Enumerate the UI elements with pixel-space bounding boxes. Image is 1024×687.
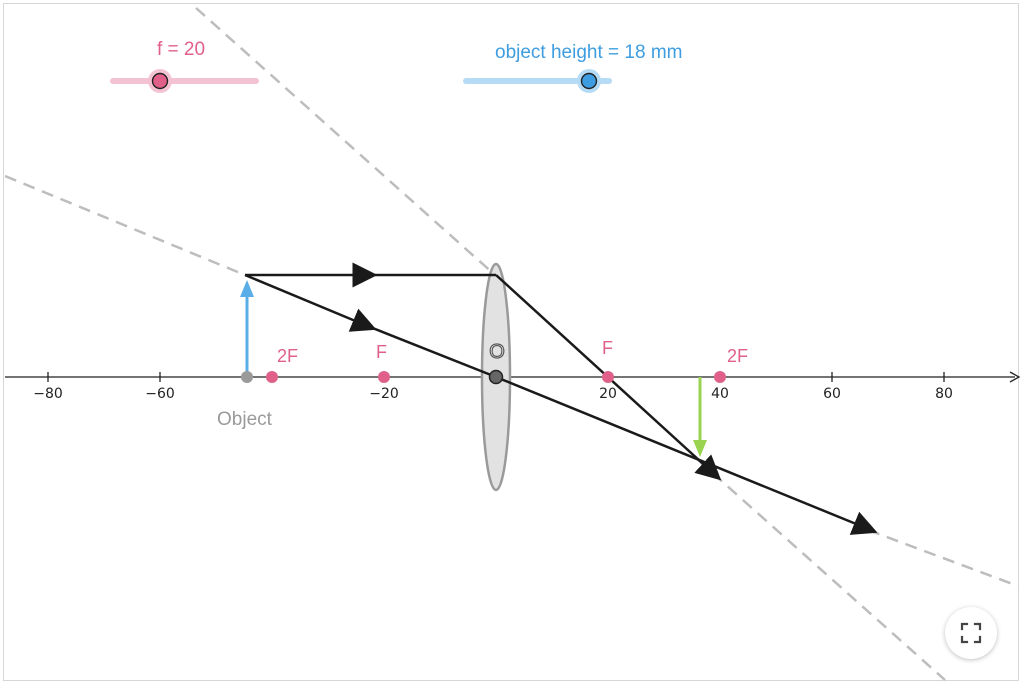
- two-f-right-label: 2F: [727, 346, 748, 366]
- lens-center-label: O: [489, 341, 505, 363]
- focal-length-slider-label: f = 20: [157, 39, 205, 60]
- axis-arrow-icon: [1009, 371, 1021, 383]
- extension-focal-ray-back: [195, 7, 496, 276]
- extension-center-ray-back: [4, 174, 246, 277]
- center-ray-transmitted: [495, 375, 878, 535]
- tick-label-neg80: −80: [33, 386, 63, 402]
- f-right-point: [602, 371, 614, 383]
- focal-length-slider-handle: [151, 72, 169, 90]
- tick-label-60: 60: [823, 386, 841, 402]
- extension-center-ray-forward: [867, 528, 1019, 588]
- object-height-slider[interactable]: object height = 18 mm: [463, 42, 682, 93]
- tick-label-20: 20: [599, 386, 617, 402]
- object-base-point[interactable]: [241, 371, 253, 383]
- two-f-left-label: 2F: [277, 346, 298, 366]
- object-label: Object: [217, 409, 273, 430]
- object-height-slider-label: object height = 18 mm: [495, 42, 682, 63]
- tick-label-neg60: −60: [145, 386, 175, 402]
- f-left-point: [378, 371, 390, 383]
- fullscreen-button[interactable]: [945, 607, 997, 659]
- tick-label-40: 40: [711, 386, 729, 402]
- tick-label-80: 80: [935, 386, 953, 402]
- tick-label-neg20: −20: [369, 386, 399, 402]
- center-ray-incident-b: [364, 323, 497, 379]
- f-left-label: F: [376, 342, 387, 362]
- center-ray-incident-a: [244, 273, 377, 332]
- extension-focal-ray-forward: [697, 459, 946, 681]
- fullscreen-icon: [960, 622, 982, 644]
- applet-frame: [3, 3, 1019, 681]
- light-rays: [244, 262, 878, 535]
- lens-center-point: [488, 369, 504, 385]
- ray-extensions: [4, 7, 1019, 681]
- focal-length-slider[interactable]: f = 20: [110, 39, 259, 93]
- two-f-right-point: [714, 371, 726, 383]
- f-right-label: F: [602, 338, 613, 358]
- object-arrow[interactable]: [240, 280, 254, 377]
- object-height-slider-handle: [580, 72, 598, 90]
- principal-axis: −80 −60 −20 0 20 40 60 80: [5, 371, 1021, 402]
- two-f-left-point: [266, 371, 278, 383]
- image-arrow: [693, 377, 707, 457]
